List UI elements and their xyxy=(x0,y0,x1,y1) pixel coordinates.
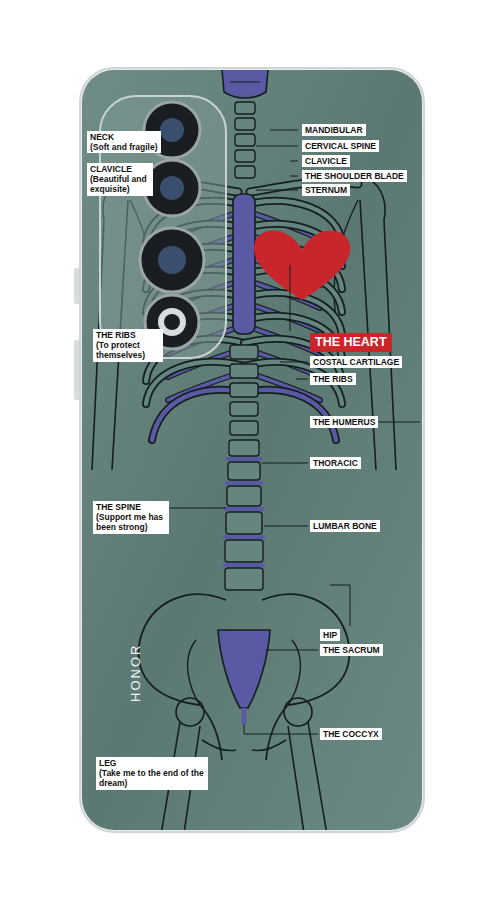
callout-label: NECK(Soft and fragile) xyxy=(87,131,161,153)
label-text: NECK xyxy=(90,132,158,142)
callout-label: CERVICAL SPINE xyxy=(302,140,379,152)
label-text: THE SPINE xyxy=(96,502,166,512)
label-text: HONOR xyxy=(128,644,144,702)
callout-label: MANDIBULAR xyxy=(302,124,366,136)
watermark: HONOR xyxy=(128,644,144,702)
highlight-label: THE HEART xyxy=(310,333,392,352)
callout-label: THE SACRUM xyxy=(320,644,383,656)
label-text: THE SACRUM xyxy=(323,645,380,655)
label-text: THE RIBS xyxy=(96,330,160,340)
label-text: CLAVICLE xyxy=(90,164,150,174)
label-text: THORACIC xyxy=(313,458,358,468)
label-text: THE SHOULDER BLADE xyxy=(305,171,404,181)
label-text: LUMBAR BONE xyxy=(313,521,377,531)
callout-label: THE RIBS xyxy=(310,373,356,385)
label-text: (To protect themselves) xyxy=(96,340,160,360)
callout-label: LUMBAR BONE xyxy=(310,520,380,532)
label-text: THE HUMERUS xyxy=(313,417,375,427)
callout-label: THORACIC xyxy=(310,457,361,469)
callout-label: THE RIBS(To protect themselves) xyxy=(93,329,163,362)
label-text: THE RIBS xyxy=(313,374,353,384)
label-text: (Beautiful and exquisite) xyxy=(90,174,150,194)
callout-label: COSTAL CARTILAGE xyxy=(310,356,402,368)
callout-label: CLAVICLE(Beautiful and exquisite) xyxy=(87,163,153,196)
callout-label: STERNUM xyxy=(302,184,350,196)
callout-label: THE HUMERUS xyxy=(310,416,378,428)
callout-label: THE SPINE(Support me has been strong) xyxy=(93,501,169,534)
label-text: HIP xyxy=(323,630,337,640)
label-text: THE HEART xyxy=(315,335,387,350)
label-text: CERVICAL SPINE xyxy=(305,141,376,151)
callout-label: THE COCCYX xyxy=(320,728,382,740)
label-text: LEG xyxy=(99,758,205,768)
callout-label: LEG(Take me to the end of the dream) xyxy=(96,757,208,790)
label-text: (Soft and fragile) xyxy=(90,142,158,152)
label-text: (Take me to the end of the dream) xyxy=(99,768,205,788)
callout-label: THE SHOULDER BLADE xyxy=(302,170,407,182)
callout-label: CLAVICLE xyxy=(302,155,350,167)
label-text: MANDIBULAR xyxy=(305,125,363,135)
callout-label: HIP xyxy=(320,629,340,641)
label-text: (Support me has been strong) xyxy=(96,512,166,532)
label-text: CLAVICLE xyxy=(305,156,347,166)
label-text: COSTAL CARTILAGE xyxy=(313,357,399,367)
label-text: STERNUM xyxy=(305,185,347,195)
label-text: THE COCCYX xyxy=(323,729,379,739)
